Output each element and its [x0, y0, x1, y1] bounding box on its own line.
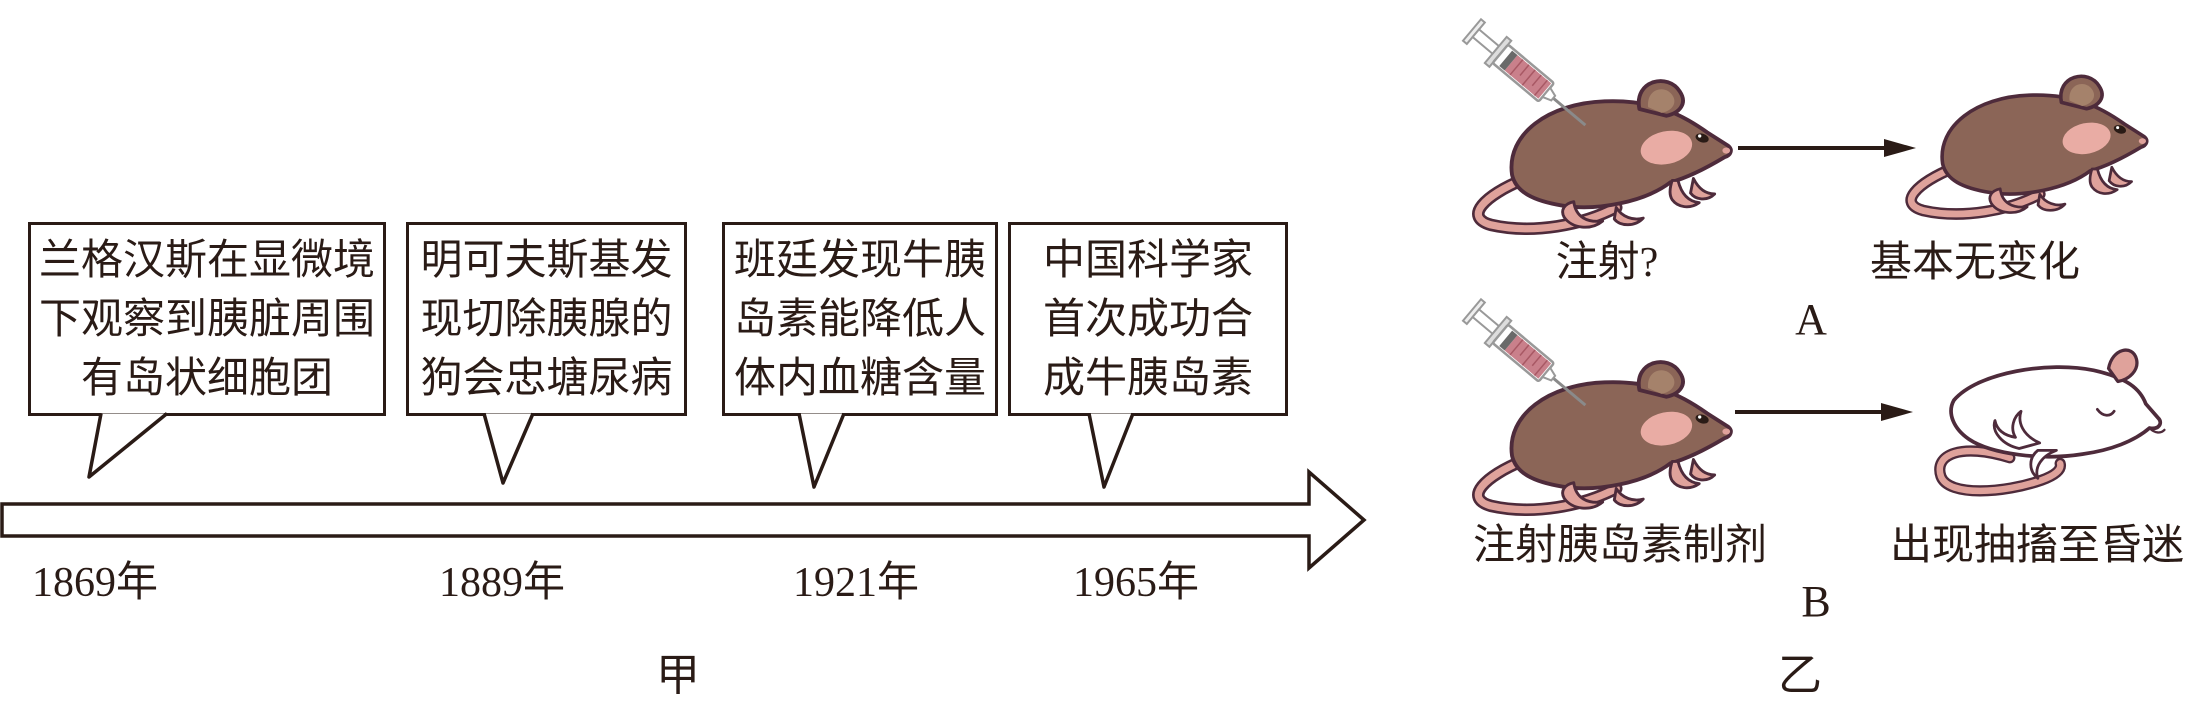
event-bubble-1921: 班廷发现牛胰 岛素能降低人 体内血糖含量 [722, 222, 998, 416]
result-label-b: 出现抽搐至昏迷 [1889, 523, 2185, 569]
bubble-tail [482, 412, 535, 485]
event-bubble-1869: 兰格汉斯在显微境 下观察到胰脏周围 有岛状细胞团 [28, 222, 386, 416]
event-bubble-1889: 明可夫斯基发 现切除胰腺的 狗会忠塘尿病 [406, 222, 687, 416]
supine-mouse-icon [1900, 330, 2170, 500]
bubble-text-line: 下观察到胰脏周围 [38, 296, 375, 343]
experiment-id-b: B [1801, 577, 1831, 626]
event-bubble-1965: 中国科学家 首次成功合 成牛胰岛素 [1008, 222, 1288, 416]
year-label-1869: 1869年 [31, 560, 159, 606]
syringe-icon [1459, 295, 1598, 420]
bubble-text-line: 兰格汉斯在显微境 [38, 237, 375, 284]
arrow-icon [1733, 401, 1915, 423]
bubble-tail [87, 412, 169, 479]
injection-label-b: 注射胰岛素制剂 [1472, 523, 1768, 569]
experiment-id-a: A [1795, 295, 1827, 344]
timeline-arrow [0, 468, 1367, 572]
year-label-1921: 1921年 [792, 560, 920, 606]
bubble-tail [797, 412, 846, 489]
figure-label-yi: 乙 [1778, 651, 1822, 700]
figure-label-jia: 甲 [656, 651, 700, 700]
bubble-text-line: 中国科学家 [1042, 237, 1253, 284]
year-label-1889: 1889年 [438, 560, 566, 606]
bubble-text-line: 现切除胰腺的 [420, 296, 673, 343]
bubble-text-line: 狗会忠塘尿病 [420, 355, 673, 402]
mouse-icon [1885, 52, 2155, 232]
result-label-a: 基本无变化 [1869, 240, 2081, 286]
injection-label-a: 注射? [1555, 240, 1659, 286]
bubble-text-line: 班廷发现牛胰 [733, 237, 986, 284]
year-label-1965: 1965年 [1072, 560, 1200, 606]
bubble-text-line: 体内血糖含量 [733, 355, 986, 402]
bubble-tail [1087, 412, 1135, 489]
syringe-icon [1459, 15, 1598, 140]
bubble-text-line: 有岛状细胞团 [80, 355, 333, 402]
bubble-text-line: 成牛胰岛素 [1042, 355, 1253, 402]
bubble-text-line: 首次成功合 [1042, 296, 1253, 343]
bubble-text-line: 岛素能降低人 [733, 296, 986, 343]
bubble-tails [87, 412, 1135, 489]
bubble-text-line: 明可夫斯基发 [420, 237, 673, 284]
